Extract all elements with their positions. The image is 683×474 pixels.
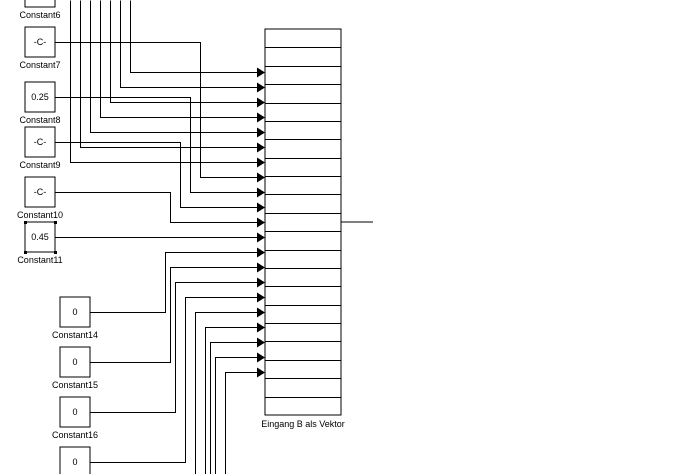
signal-line[interactable] xyxy=(55,142,259,208)
selection-handle[interactable] xyxy=(24,251,27,254)
signal-line[interactable] xyxy=(130,0,259,73)
block-value: 0.25 xyxy=(31,92,49,102)
block-value: 0.45 xyxy=(31,232,49,242)
block-box[interactable] xyxy=(24,81,56,113)
block-value: 0 xyxy=(72,457,77,467)
signal-line[interactable] xyxy=(225,372,259,474)
arrow-head-icon xyxy=(257,187,265,198)
block-value: 0 xyxy=(72,407,77,417)
selection-handle[interactable] xyxy=(24,221,27,224)
block-box[interactable] xyxy=(59,296,91,328)
arrow-head-icon xyxy=(257,112,265,123)
arrow-head-icon xyxy=(257,82,265,93)
signal-line[interactable] xyxy=(90,252,259,313)
signal-line[interactable] xyxy=(90,267,259,363)
block-box[interactable] xyxy=(24,221,56,253)
arrow-head-icon xyxy=(257,97,265,108)
block-label: Constant9 xyxy=(19,160,60,170)
arrow-head-icon xyxy=(257,142,265,153)
selection-handle[interactable] xyxy=(54,251,57,254)
mux-body[interactable] xyxy=(264,28,342,416)
block-box[interactable] xyxy=(59,346,91,378)
input-arrows xyxy=(257,67,265,378)
signal-line[interactable] xyxy=(80,0,259,148)
arrow-head-icon xyxy=(257,367,265,378)
signal-line[interactable] xyxy=(205,327,259,474)
block-label: Constant6 xyxy=(19,10,60,20)
signal-line[interactable] xyxy=(90,0,259,133)
block-label: Constant11 xyxy=(17,255,62,265)
block-label: Constant7 xyxy=(19,60,60,70)
block-constant9[interactable]: -C- Constant9 xyxy=(19,126,61,170)
block-value: -C- xyxy=(34,137,47,147)
block-box[interactable] xyxy=(24,0,56,8)
selection-handle[interactable] xyxy=(54,221,57,224)
arrow-head-icon xyxy=(257,232,265,243)
block-label: Constant14 xyxy=(52,330,98,340)
arrow-head-icon xyxy=(257,277,265,288)
signal-line[interactable] xyxy=(55,97,259,193)
mux-port-dividers xyxy=(265,47,341,398)
block-constant7[interactable]: -C- Constant7 xyxy=(19,26,61,70)
signal-line[interactable] xyxy=(90,297,259,463)
signal-line[interactable] xyxy=(215,357,259,474)
block-value: 0 xyxy=(72,307,77,317)
block-constant10[interactable]: -C- Constant10 xyxy=(17,176,63,220)
block-value: 0 xyxy=(72,357,77,367)
arrow-head-icon xyxy=(257,67,265,78)
arrow-head-icon xyxy=(257,202,265,213)
signal-line[interactable] xyxy=(110,0,259,103)
block-label: Constant8 xyxy=(19,115,60,125)
block-constant17[interactable]: 0 xyxy=(59,446,91,474)
signal-line[interactable] xyxy=(120,0,259,88)
block-label: Constant15 xyxy=(52,380,98,390)
arrow-head-icon xyxy=(257,247,265,258)
mux-block[interactable]: Eingang B als Vektor xyxy=(261,28,345,429)
arrow-head-icon xyxy=(257,307,265,318)
arrow-head-icon xyxy=(257,322,265,333)
block-label: Constant10 xyxy=(17,210,63,220)
signal-lines xyxy=(55,0,259,474)
block-box[interactable] xyxy=(59,396,91,428)
arrow-head-icon xyxy=(257,262,265,273)
arrow-head-icon xyxy=(257,217,265,228)
arrow-head-icon xyxy=(257,157,265,168)
block-box[interactable] xyxy=(24,176,56,208)
signal-line[interactable] xyxy=(55,192,259,223)
arrow-head-icon xyxy=(257,337,265,348)
signal-line[interactable] xyxy=(55,42,259,178)
block-box[interactable] xyxy=(59,446,91,474)
arrow-head-icon xyxy=(257,127,265,138)
signal-line[interactable] xyxy=(70,0,259,163)
block-constant6[interactable]: Constant6 xyxy=(19,0,61,20)
block-box[interactable] xyxy=(24,126,56,158)
block-box[interactable] xyxy=(24,26,56,58)
arrow-head-icon xyxy=(257,352,265,363)
block-value: -C- xyxy=(34,187,47,197)
mux-label: Eingang B als Vektor xyxy=(261,419,345,429)
arrow-head-icon xyxy=(257,172,265,183)
block-label: Constant16 xyxy=(52,430,98,440)
signal-line[interactable] xyxy=(90,282,259,413)
signal-line[interactable] xyxy=(210,342,259,474)
arrow-head-icon xyxy=(257,292,265,303)
signal-line[interactable] xyxy=(195,312,259,474)
signal-line[interactable] xyxy=(100,0,259,118)
block-value: -C- xyxy=(34,37,47,47)
